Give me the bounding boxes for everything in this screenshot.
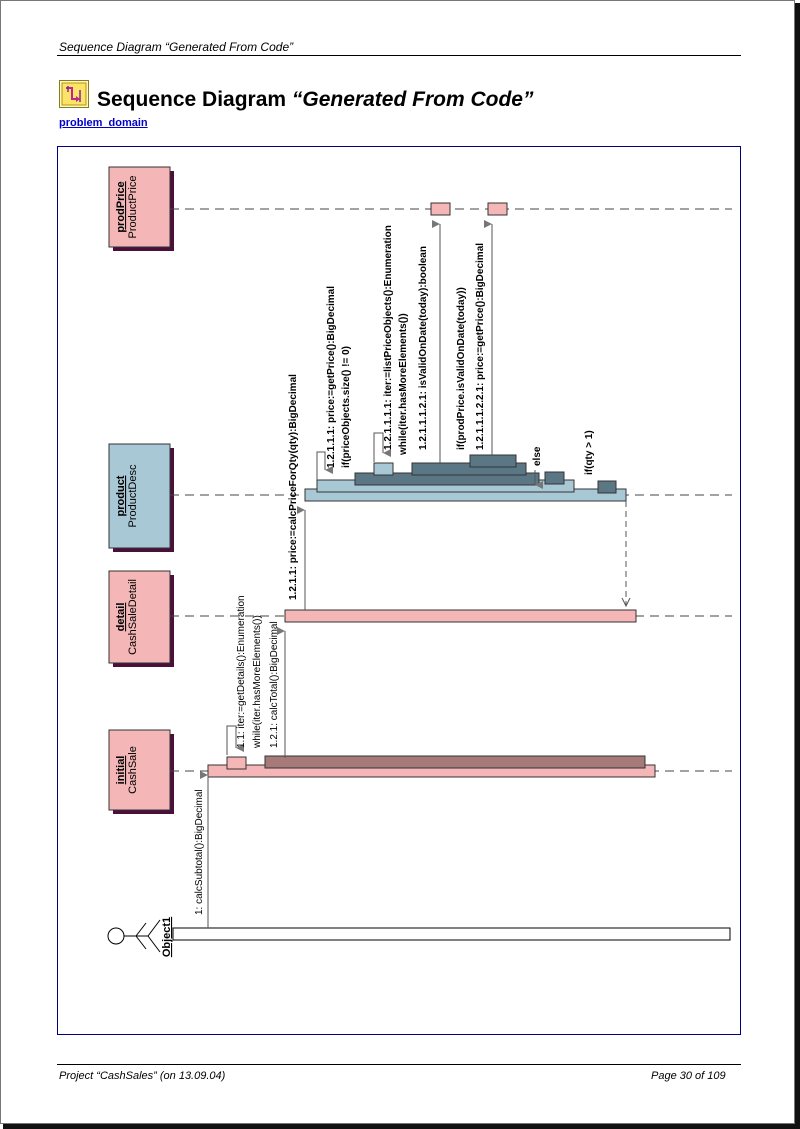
participant-name: detail [115, 603, 127, 632]
participant-initial[interactable]: initial CashSale [108, 729, 174, 814]
actor-head-icon [107, 927, 125, 945]
message-label: while(iter.hasMoreElements()) [398, 313, 409, 456]
participant-name: initial [115, 756, 127, 785]
actor-object1[interactable]: Object1 [107, 917, 173, 957]
activation-prodPrice-1 [430, 202, 451, 216]
activation-product-else [544, 471, 565, 485]
page-header: Sequence Diagram “Generated From Code” [59, 40, 294, 54]
message-arrow-1-2-1-1-1 [316, 451, 333, 480]
package-link[interactable]: problem_domain [59, 117, 148, 129]
title-prefix: Sequence Diagram [97, 88, 292, 111]
message-label: if(priceObjects.size() != 0) [341, 346, 352, 468]
activation-detail [284, 609, 637, 623]
participant-product[interactable]: product ProductDesc [108, 443, 174, 552]
activation-product-self [373, 462, 394, 476]
message-label: if(prodPrice.isValidOnDate(today)) [456, 287, 467, 450]
diagram-name: “Generated From Code” [291, 88, 534, 111]
footer-rule [57, 1064, 741, 1065]
activation-actor [172, 927, 731, 941]
message-arrow-1-1 [226, 725, 244, 755]
page-title: Sequence Diagram “Generated From Code” [97, 88, 533, 112]
message-label: 1.2.1.1.1: price:=getPrice():BigDecimal [326, 286, 337, 468]
message-label: 1.2.1: calcTotal():BigDecimal [269, 621, 280, 748]
message-label: 1.2.1.1: price:=calcPriceForQty(qty):Big… [288, 374, 299, 600]
activation-initial-loop [264, 755, 646, 769]
participant-detail[interactable]: detail CashSaleDetail [108, 570, 174, 667]
participant-type: ProductDesc [127, 464, 139, 527]
activation-initial-self [226, 756, 247, 770]
activation-product-qty [597, 480, 617, 494]
participant-prodPrice[interactable]: prodPrice ProductPrice [108, 166, 174, 251]
header-rule [57, 55, 741, 56]
message-label: 1: calcSubtotal():BigDecimal [194, 789, 205, 915]
participant-type: CashSale [127, 746, 139, 794]
message-label: if(qty > 1) [584, 430, 595, 475]
message-arrow-1-2-1-1-1-1 [373, 432, 391, 462]
participant-type: ProductPrice [127, 176, 139, 239]
message-label: else [532, 446, 543, 466]
participant-type: CashSaleDetail [127, 579, 139, 655]
activation-prodPrice-2 [487, 202, 508, 216]
message-label: 1.1: iter:=getDetails():Enumeration [236, 595, 247, 748]
sequence-diagram-icon [59, 80, 89, 108]
message-label: 1.2.1.1.1.1: iter:=listPriceObjects():En… [383, 225, 394, 450]
participant-name: product [115, 475, 127, 516]
message-label: while(iter.hasMoreElements()) [252, 615, 263, 749]
message-label: 1.2.1.1.1.2.1: isValidOnDate(today):bool… [418, 246, 429, 450]
page-shadow-bottom [3, 1124, 800, 1129]
activation-product-valid [469, 454, 517, 468]
footer-project: Project “CashSales” (on 13.09.04) [59, 1070, 226, 1082]
actor-name: Object1 [161, 917, 173, 957]
participant-name: prodPrice [115, 181, 127, 232]
page-shadow-right [795, 3, 800, 1129]
message-label: 1.2.1.1.1.2.2.1: price:=getPrice():BigDe… [475, 243, 486, 450]
diagram-frame [57, 146, 741, 1035]
footer-page-number: Page 30 of 109 [651, 1070, 726, 1082]
